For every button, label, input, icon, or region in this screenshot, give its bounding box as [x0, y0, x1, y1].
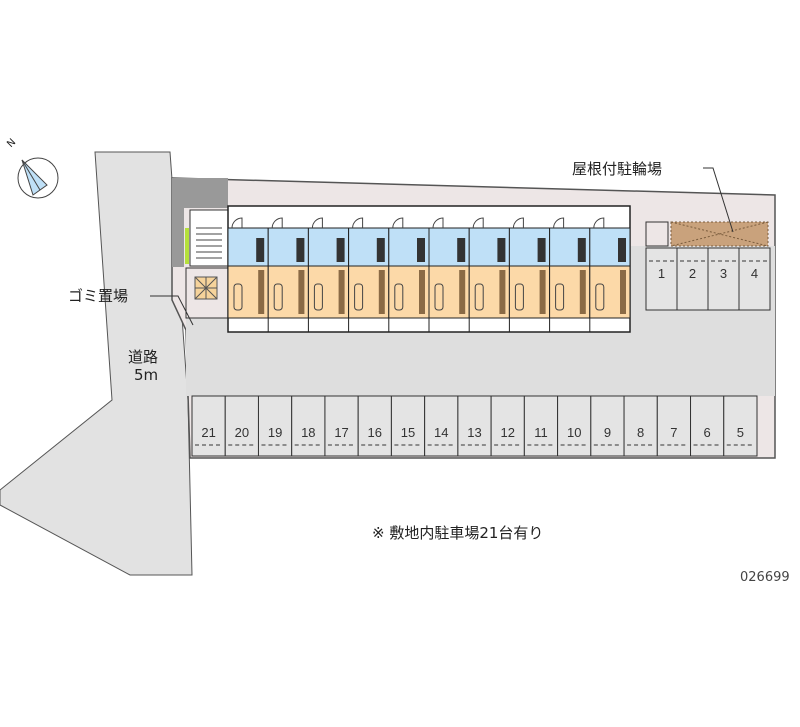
parking-space: 8	[623, 395, 658, 457]
storage-box	[645, 221, 669, 247]
parking-space: 11	[523, 395, 559, 457]
parking-space: 1	[645, 247, 678, 311]
parking-number: 5	[737, 425, 744, 440]
parking-space: 13	[457, 395, 492, 457]
apartment-unit	[428, 217, 470, 332]
apartment-unit	[267, 217, 309, 332]
stairs	[189, 209, 229, 267]
parking-number: 7	[670, 425, 677, 440]
apartment-unit	[508, 217, 551, 332]
garbage-leader	[150, 295, 194, 326]
parking-space: 12	[490, 395, 525, 457]
apartment-unit	[227, 217, 269, 332]
parking-number: 6	[704, 425, 711, 440]
property-code: 026699	[740, 570, 790, 585]
parking-number: 10	[567, 425, 581, 440]
parking-number: 14	[434, 425, 448, 440]
parking-space: 17	[324, 395, 359, 457]
parking-number: 4	[751, 266, 758, 281]
parking-space: 5	[723, 395, 758, 457]
parking-space: 3	[707, 247, 740, 311]
parking-number: 11	[534, 425, 548, 440]
parking-number: 8	[637, 425, 644, 440]
apartment-unit	[388, 217, 430, 332]
parking-space: 15	[390, 395, 426, 457]
apartment-unit	[307, 217, 350, 332]
parking-number: 3	[720, 266, 727, 281]
road-name-label: 道路	[128, 348, 159, 366]
parking-note: ※ 敷地内駐車場21台有り	[372, 524, 544, 542]
parking-number: 1	[658, 266, 665, 281]
parking-space: 9	[590, 395, 625, 457]
parking-number: 19	[268, 425, 282, 440]
parking-number: 2	[689, 266, 696, 281]
hedge	[172, 178, 228, 208]
garbage-box	[194, 276, 218, 300]
parking-number: 17	[334, 425, 348, 440]
parking-number: 13	[467, 425, 481, 440]
hedge-side	[172, 205, 184, 267]
apartment-unit	[589, 217, 631, 332]
apartment-unit	[348, 217, 390, 332]
bike-parking-label: 屋根付駐輪場	[572, 160, 663, 178]
compass-icon	[17, 157, 59, 199]
parking-number: 12	[501, 425, 515, 440]
parking-number: 16	[368, 425, 382, 440]
parking-space: 19	[257, 395, 293, 457]
parking-space: 16	[357, 395, 392, 457]
parking-space: 21	[191, 395, 226, 457]
apartment-unit	[549, 217, 591, 332]
parking-number: 9	[604, 425, 611, 440]
parking-number: 15	[401, 425, 415, 440]
parking-space: 10	[557, 395, 592, 457]
parking-space: 2	[676, 247, 709, 311]
parking-space: 18	[291, 395, 326, 457]
parking-number: 18	[301, 425, 315, 440]
bike-leader	[703, 167, 734, 233]
bike-shed	[670, 221, 769, 247]
parking-number: 20	[235, 425, 249, 440]
parking-space: 6	[690, 395, 725, 457]
parking-space: 14	[424, 395, 459, 457]
parking-space: 4	[738, 247, 771, 311]
apartment-unit	[468, 217, 510, 332]
road	[0, 151, 193, 576]
garbage-label: ゴミ置場	[68, 287, 129, 305]
parking-space: 7	[656, 395, 692, 457]
parking-space: 20	[224, 395, 259, 457]
parking-number: 21	[201, 425, 215, 440]
road-width-label: 5m	[134, 366, 159, 384]
green-strip	[185, 228, 189, 264]
